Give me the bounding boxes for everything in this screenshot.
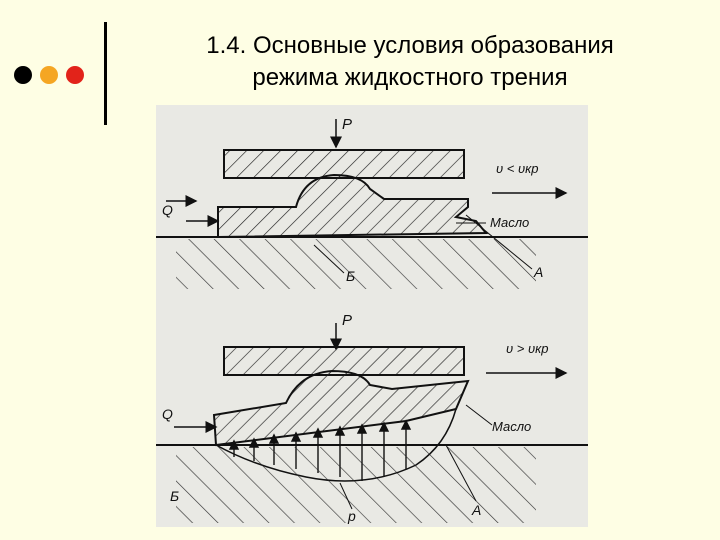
mark-b-leader-top [313,244,345,274]
load-label-bottom: P [342,312,352,329]
oil-label-bottom: Масло [492,419,531,434]
pressure-label: p [347,508,356,524]
mark-a-top: А [533,264,543,280]
upper-plate-bottom [223,346,465,376]
slide-title-line-1: 1.4. Основные условия образования [206,32,614,59]
flow-label-bottom: Q [162,406,173,422]
lower-body-top [217,173,489,239]
diagram-bottom: P Q [156,312,588,524]
title-divider [104,22,107,125]
bullet-dot-black [14,66,32,84]
bullet-dot-orange [40,66,58,84]
oil-label-top: Масло [490,215,529,230]
diagram-top: P Q υ < υкр Масло А Б [156,116,588,289]
friction-diagram: P Q υ < υкр Масло А Б [156,105,588,527]
slide-title: 1.4. Основные условия образования режима… [120,30,700,94]
load-label-top: P [342,116,352,133]
lower-body-bottom [212,369,470,447]
slide-title-line-2: режима жидкостного трения [252,64,568,91]
pressure-leader [339,482,353,510]
oil-leader-bottom [465,404,493,426]
speed-label-top: υ < υкр [496,161,538,176]
upper-plate-top [223,149,465,179]
mark-a-leader-bottom [445,444,477,502]
speed-label-bottom: υ > υкр [506,341,548,356]
bullet-dot-red [66,66,84,84]
mark-a-bottom: А [471,502,481,518]
mark-a-leader-top [465,214,533,270]
flow-label-top: Q [162,202,173,218]
mark-b-bottom: Б [170,488,179,504]
ground-bottom [176,447,536,523]
mark-b-top: Б [346,268,355,284]
ground-top [176,239,536,289]
